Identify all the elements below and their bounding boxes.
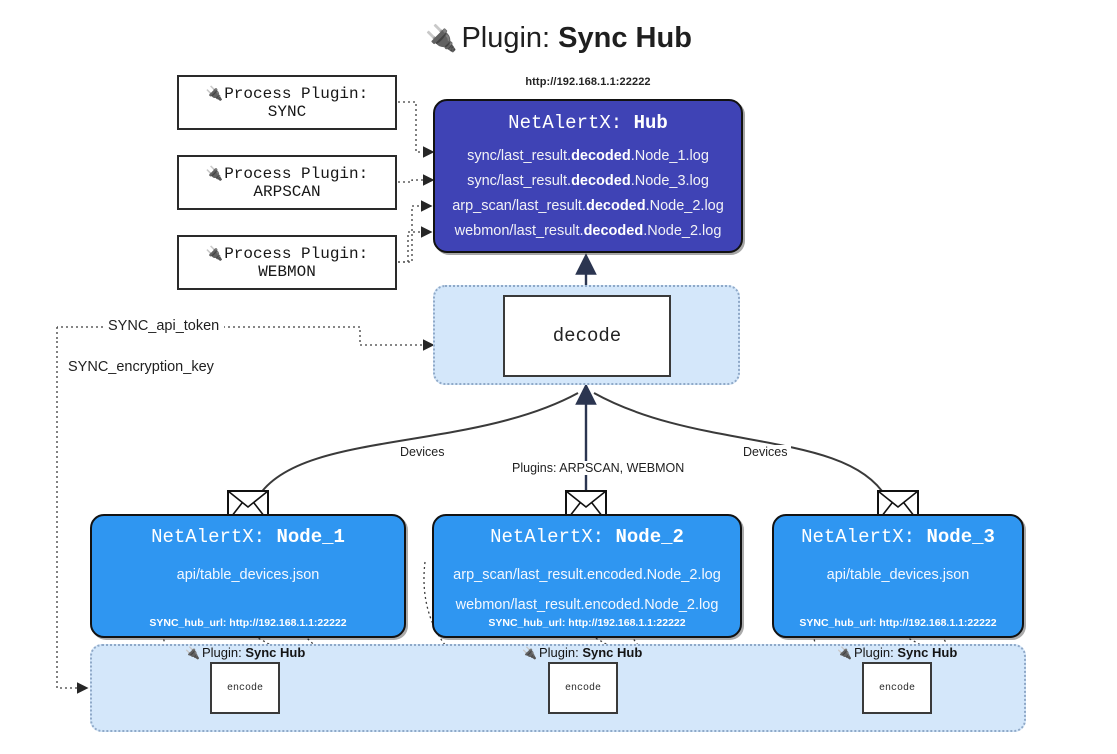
decode-box[interactable]: decode — [503, 295, 671, 377]
node1-title: NetAlertX: Node_1 — [92, 526, 404, 548]
electric-plug-icon: 🔌 — [205, 85, 224, 102]
node2-line: arp_scan/last_result.encoded.Node_2.log — [453, 567, 721, 583]
node2-line: webmon/last_result.encoded.Node_2.log — [455, 597, 719, 613]
node-box-node2[interactable]: NetAlertX: Node_2 arp_scan/last_result.e… — [432, 514, 742, 638]
electric-plug-icon: 🔌 — [205, 245, 224, 262]
encode-box-node3[interactable]: encode — [862, 662, 932, 714]
node1-hub-url: SYNC_hub_url: http://192.168.1.1:22222 — [149, 617, 347, 629]
hub-title: NetAlertX: Hub — [435, 112, 741, 134]
hub-node[interactable]: NetAlertX: Hub sync/last_result.decoded.… — [433, 99, 743, 253]
edge-label-devices-right: Devices — [739, 445, 792, 459]
hub-log-list: sync/last_result.decoded.Node_1.log sync… — [435, 144, 741, 244]
wire-encryption-key-to-encoders — [56, 341, 89, 694]
node1-lines: api/table_devices.json — [92, 560, 404, 590]
page-title-prefix: Plugin: — [461, 22, 551, 54]
edge-label-devices-left: Devices — [396, 445, 449, 459]
hub-log-line: sync/last_result.decoded.Node_3.log — [467, 173, 709, 189]
sync-api-token-label: SYNC_api_token — [103, 318, 225, 334]
node1-line: api/table_devices.json — [176, 567, 320, 583]
electric-plug-icon: 🔌 — [837, 646, 852, 660]
node3-line: api/table_devices.json — [826, 567, 970, 583]
hub-title-prefix: NetAlertX: — [508, 112, 623, 134]
process-plugin-webmon-name: WEBMON — [258, 262, 316, 281]
node3-hub-url: SYNC_hub_url: http://192.168.1.1:22222 — [799, 617, 997, 629]
encoder1-plugin-label: 🔌Plugin: Sync Hub — [185, 645, 306, 660]
hub-url: http://192.168.1.1:22222 — [525, 76, 651, 88]
node2-title-name: Node_2 — [615, 526, 684, 548]
process-plugin-sync-name: SYNC — [267, 102, 307, 121]
wire-webmon-to-hub-web — [398, 226, 433, 263]
hub-log-line: sync/last_result.decoded.Node_1.log — [467, 148, 709, 164]
page-title-name: Sync Hub — [558, 22, 692, 54]
node-box-node3[interactable]: NetAlertX: Node_3 api/table_devices.json… — [772, 514, 1024, 638]
electric-plug-icon: 🔌 — [522, 646, 537, 660]
node2-lines: arp_scan/last_result.encoded.Node_2.log … — [434, 560, 740, 620]
hub-log-line: arp_scan/last_result.decoded.Node_2.log — [452, 198, 724, 214]
electric-plug-icon: 🔌 — [425, 23, 458, 53]
node1-title-prefix: NetAlertX: — [151, 526, 266, 548]
encoder2-plugin-label: 🔌Plugin: Sync Hub — [522, 645, 643, 660]
encoder3-plugin-label: 🔌Plugin: Sync Hub — [837, 645, 958, 660]
node2-title-prefix: NetAlertX: — [490, 526, 605, 548]
process-plugin-arpscan[interactable]: 🔌Process Plugin: ARPSCAN — [177, 155, 397, 210]
encode-box-node2[interactable]: encode — [548, 662, 618, 714]
node3-title-name: Node_3 — [926, 526, 995, 548]
encode-box-node1[interactable]: encode — [210, 662, 280, 714]
node-box-node1[interactable]: NetAlertX: Node_1 api/table_devices.json… — [90, 514, 406, 638]
wire-sync-to-hub — [398, 101, 435, 158]
node2-hub-url: SYNC_hub_url: http://192.168.1.1:22222 — [488, 617, 686, 629]
electric-plug-icon: 🔌 — [185, 646, 200, 660]
process-plugin-webmon-label: 🔌Process Plugin: — [205, 244, 369, 263]
hub-title-name: Hub — [633, 112, 668, 134]
process-plugin-sync-label: 🔌Process Plugin: — [205, 84, 369, 103]
hub-log-line: webmon/last_result.decoded.Node_2.log — [454, 223, 722, 239]
node3-title: NetAlertX: Node_3 — [774, 526, 1022, 548]
wire-webmon-to-hub-arp — [398, 200, 433, 263]
wire-arpscan-to-hub — [398, 174, 435, 186]
process-plugin-arpscan-name: ARPSCAN — [253, 182, 321, 201]
page-title: 🔌Plugin: Sync Hub — [0, 16, 1117, 60]
node1-title-name: Node_1 — [276, 526, 345, 548]
node3-lines: api/table_devices.json — [774, 560, 1022, 590]
node2-title: NetAlertX: Node_2 — [434, 526, 740, 548]
electric-plug-icon: 🔌 — [205, 165, 224, 182]
process-plugin-arpscan-label: 🔌Process Plugin: — [205, 164, 369, 183]
process-plugin-webmon[interactable]: 🔌Process Plugin: WEBMON — [177, 235, 397, 290]
process-plugin-sync[interactable]: 🔌Process Plugin: SYNC — [177, 75, 397, 130]
sync-encryption-key-label: SYNC_encryption_key — [63, 359, 219, 375]
node3-title-prefix: NetAlertX: — [801, 526, 916, 548]
edge-label-plugins-center: Plugins: ARPSCAN, WEBMON — [508, 461, 689, 475]
